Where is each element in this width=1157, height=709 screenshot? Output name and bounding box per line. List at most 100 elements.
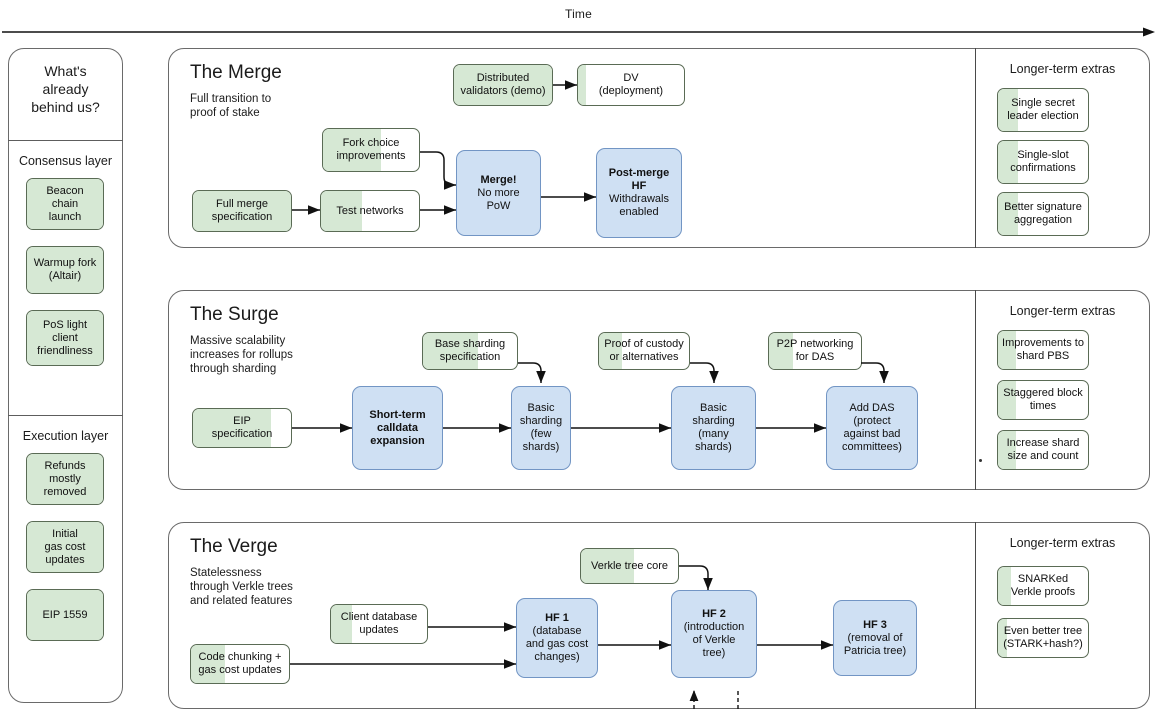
progress-fill [998, 619, 1007, 657]
progress-fill [769, 333, 793, 369]
timeline-axis: Time [0, 0, 1157, 40]
progress-fill [191, 645, 226, 683]
node-test-networks[interactable]: Test networks [320, 190, 420, 232]
node-verkle-tree-core[interactable]: Verkle tree core [580, 548, 679, 584]
progress-fill [27, 311, 103, 365]
extras-divider [975, 48, 976, 248]
section-title-surge: The Surge [190, 304, 279, 325]
sidebar-item-consensus-1[interactable]: Warmup fork(Altair) [26, 246, 104, 294]
node-label: Warmup fork(Altair) [33, 257, 97, 282]
progress-fill [27, 522, 103, 572]
node-dv-deployment[interactable]: DV(deployment) [577, 64, 685, 106]
timeline-label: Time [564, 7, 593, 21]
extras-divider [975, 522, 976, 709]
extras-divider [975, 290, 976, 490]
progress-fill [193, 409, 272, 447]
node-code-chunking[interactable]: Code chunking +gas cost updates [190, 644, 290, 684]
sidebar-divider [8, 415, 123, 416]
progress-fill [998, 431, 1016, 469]
bullet-dot [979, 459, 982, 462]
node-label: Test networks [336, 204, 404, 217]
progress-fill [581, 549, 635, 583]
progress-fill [193, 191, 291, 231]
progress-fill [998, 567, 1011, 605]
right-arrow-icon [2, 27, 1155, 37]
progress-fill [998, 331, 1016, 369]
progress-fill [323, 129, 381, 171]
progress-fill [331, 605, 353, 643]
node-label: Code chunking +gas cost updates [198, 651, 282, 676]
sidebar-group-heading: Execution layer [22, 429, 109, 443]
section-title-merge: The Merge [190, 62, 282, 83]
progress-fill [578, 65, 587, 105]
sidebar-item-execution-2[interactable]: EIP 1559 [26, 589, 104, 641]
section-panel-surge [168, 290, 1150, 490]
progress-fill [27, 179, 103, 229]
extras-title-merge: Longer-term extras [1009, 62, 1116, 76]
section-title-verge: The Verge [190, 536, 278, 557]
sidebar-group-heading: Consensus layer [18, 154, 113, 168]
progress-fill [998, 193, 1018, 235]
sidebar-divider [8, 140, 123, 141]
progress-fill [27, 454, 103, 504]
extra-verge-1[interactable]: Even better tree(STARK+hash?) [997, 618, 1089, 658]
progress-fill [321, 191, 363, 231]
